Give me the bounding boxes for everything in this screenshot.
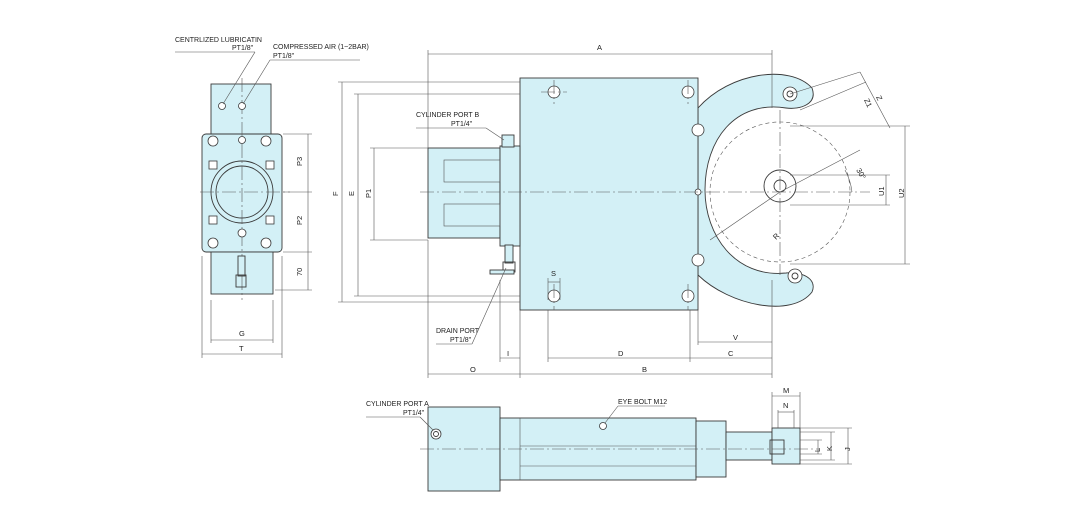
dim-label-T: T bbox=[239, 344, 244, 353]
dim-label-P2: P2 bbox=[295, 216, 304, 225]
dim-label-B: B bbox=[642, 365, 647, 374]
cylinder-side-view bbox=[420, 392, 852, 492]
dim-label-A: A bbox=[597, 43, 602, 52]
dim-label-P3: P3 bbox=[295, 157, 304, 166]
dim-label-U1: U1 bbox=[877, 186, 886, 196]
lubrication-port-icon bbox=[218, 102, 226, 110]
dim-label-70: 70 bbox=[295, 268, 304, 276]
rod-clevis bbox=[771, 427, 801, 465]
dim-label-E: E bbox=[347, 191, 356, 196]
cylinder-port-a-size: PT1/4" bbox=[403, 410, 425, 417]
dim-label-K: K bbox=[825, 446, 834, 451]
compressed-air-size: PT1/8" bbox=[273, 53, 295, 60]
dim-label-S: S bbox=[551, 269, 556, 278]
bolt-icon bbox=[208, 215, 218, 225]
cylinder-port-b-label: CYLINDER PORT B bbox=[416, 112, 479, 119]
bolt-icon bbox=[260, 237, 272, 249]
dim-label-D: D bbox=[618, 349, 624, 358]
port-b-fitting-icon bbox=[501, 134, 515, 148]
bolt-icon bbox=[208, 160, 218, 170]
bolt-icon bbox=[265, 215, 275, 225]
bolt-icon bbox=[207, 135, 219, 147]
bolt-icon bbox=[207, 237, 219, 249]
dim-label-J: J bbox=[843, 447, 852, 451]
lubrication-port-icon bbox=[238, 136, 246, 144]
dim-label-I: I bbox=[507, 349, 509, 358]
air-port-icon bbox=[238, 102, 246, 110]
front-view bbox=[420, 71, 910, 311]
eye-bolt-label: EYE BOLT M12 bbox=[618, 399, 667, 406]
drain-port-label: DRAIN PORT bbox=[436, 328, 480, 335]
port-a-icon bbox=[430, 428, 442, 440]
dim-label-G: G bbox=[239, 329, 245, 338]
cylinder-port-b-size: PT1/4" bbox=[451, 121, 473, 128]
drain-fitting-icon bbox=[489, 269, 515, 275]
mounting-hole-icon bbox=[691, 253, 705, 267]
dim-label-V: V bbox=[733, 333, 738, 342]
bolt-icon bbox=[265, 160, 275, 170]
fitting-icon bbox=[237, 255, 246, 277]
fitting-icon bbox=[235, 274, 247, 288]
dim-label-M: M bbox=[783, 386, 789, 395]
port-icon bbox=[237, 228, 247, 238]
centralized-lubrication-size: PT1/8" bbox=[232, 45, 254, 52]
dim-label-N: N bbox=[783, 401, 788, 410]
side-view bbox=[175, 51, 360, 358]
drain-fitting-icon bbox=[504, 244, 514, 264]
dim-label-R: R bbox=[771, 231, 782, 242]
compressed-air-label: COMPRESSED AIR (1~2BAR) bbox=[273, 44, 369, 51]
bolt-icon bbox=[260, 135, 272, 147]
piston-rod bbox=[725, 431, 773, 461]
radius-line bbox=[709, 191, 781, 241]
cylinder-flange bbox=[499, 145, 521, 247]
dim-label-P1: P1 bbox=[364, 189, 373, 198]
cylinder-port-a-label: CYLINDER PORT A bbox=[366, 401, 429, 408]
dim-label-C: C bbox=[728, 349, 734, 358]
clamp-jaw bbox=[697, 73, 814, 307]
main-plate bbox=[519, 77, 699, 311]
dim-label-Z1: Z1 bbox=[862, 97, 874, 109]
angle-label: 30° bbox=[854, 167, 867, 181]
dim-label-F: F bbox=[331, 191, 340, 196]
mounting-hole-icon bbox=[691, 123, 705, 137]
dim-label-L: L bbox=[813, 448, 822, 452]
dim-label-O: O bbox=[470, 365, 476, 374]
drain-port-size: PT1/8" bbox=[450, 337, 472, 344]
eye-bolt-icon bbox=[599, 422, 607, 430]
pivot-pin-icon bbox=[787, 268, 803, 284]
dim-label-U2: U2 bbox=[897, 188, 906, 198]
dim-label-Z: Z bbox=[874, 94, 884, 102]
centralized-lubrication-label: CENTRLIZED LUBRICATIN bbox=[175, 37, 262, 44]
cylinder-body bbox=[427, 147, 501, 239]
